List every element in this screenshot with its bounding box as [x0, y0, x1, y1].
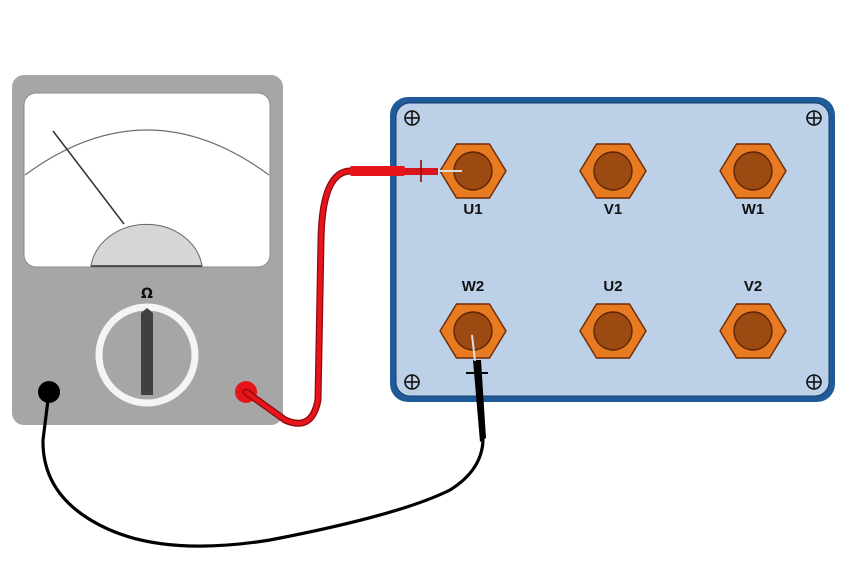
black-lead-wire: [41, 390, 485, 548]
terminal-u2[interactable]: U2: [579, 278, 647, 359]
screw-icon: [404, 374, 420, 390]
screw-icon: [806, 110, 822, 126]
multimeter: Ω: [12, 75, 283, 425]
meter-needle: [52, 130, 125, 225]
terminal-label: V1: [604, 201, 622, 218]
terminal-w2[interactable]: W2: [439, 278, 507, 359]
terminal-stud: [593, 151, 633, 191]
terminal-label: V2: [744, 278, 762, 295]
terminal-label: U2: [603, 278, 622, 295]
ohm-symbol-label: Ω: [141, 286, 153, 302]
terminal-w1[interactable]: W1: [719, 143, 787, 218]
terminal-stud: [733, 311, 773, 351]
red-probe-handle[interactable]: [350, 166, 405, 176]
selector-knob-ring[interactable]: [95, 303, 199, 407]
red-lead-wire: [243, 168, 353, 426]
red-test-lead[interactable]: [242, 160, 462, 427]
black-probe-tip: [471, 334, 476, 362]
meter-face: [23, 92, 271, 268]
terminal-label: W1: [742, 201, 765, 218]
terminal-v1[interactable]: V1: [579, 143, 647, 218]
black-probe-handle[interactable]: [473, 360, 486, 442]
screw-icon: [806, 374, 822, 390]
black-test-lead[interactable]: [41, 334, 488, 548]
needle-pivot-cover: [90, 223, 203, 267]
selector-knob-pointer[interactable]: [141, 308, 153, 395]
terminal-stud: [733, 151, 773, 191]
terminal-stud: [593, 311, 633, 351]
terminal-u1[interactable]: U1: [439, 143, 507, 218]
terminal-v2[interactable]: V2: [719, 278, 787, 359]
terminal-box-panel: [395, 102, 830, 397]
screw-icon: [404, 110, 420, 126]
terminal-label: U1: [463, 201, 482, 218]
terminal-label: W2: [462, 278, 485, 295]
meter-scale-arc: [24, 129, 270, 176]
